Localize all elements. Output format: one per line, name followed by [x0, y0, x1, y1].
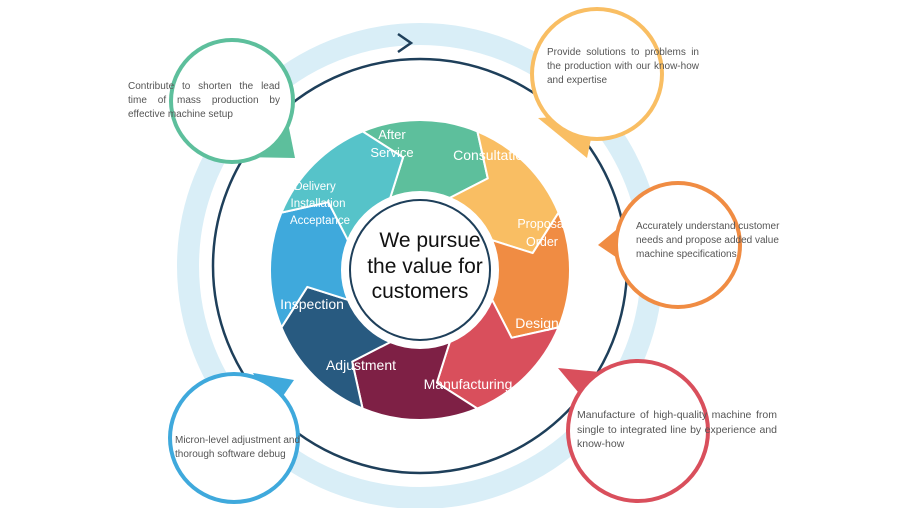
segment-label-delivery-2: Installation: [291, 198, 346, 210]
center-circle-border: [349, 199, 491, 341]
segment-label-inspection: Inspection: [280, 296, 344, 312]
segment-label-delivery-1: Delivery: [294, 181, 336, 193]
segment-label-adjustment: Adjustment: [326, 357, 396, 373]
segment-label-consultation: Consultation: [453, 147, 531, 163]
segment-label-delivery-3: Acceptance: [290, 215, 350, 227]
callout-consultation-bubble: [530, 7, 664, 158]
callout-proposal-bubble: [598, 181, 742, 309]
segment-label-manufacturing: Manufacturing: [424, 376, 513, 392]
center-circle: [343, 193, 497, 347]
callout-manufacturing-text: Manufacture of high-quality machine from…: [577, 409, 777, 451]
cycle-arrowhead-icon: [397, 32, 414, 54]
segment-label-after-service-2: Service: [370, 145, 413, 160]
segment-label-after-service-1: After: [378, 127, 406, 142]
cycle-segments: [268, 118, 572, 422]
callout-consultation-text: Provide solutions to problems in the pro…: [547, 47, 699, 86]
segment-label-proposal-1: Proposal: [517, 217, 566, 231]
callout-after-service-bubble: [169, 38, 295, 164]
callout-proposal-text: Accurately understand customer needs and…: [636, 221, 780, 260]
callout-after-service-text: Contribute to shorten the lead time of m…: [128, 81, 280, 120]
callout-manufacturing-bubble: [558, 359, 710, 503]
center-line-2: the value for: [367, 255, 483, 278]
segment-label-design: Design: [515, 315, 559, 331]
callout-adjustment-bubble: [168, 372, 300, 504]
callout-adjustment-text: Micron-level adjustment and thorough sof…: [175, 435, 301, 460]
segment-label-proposal-2: Order: [526, 235, 558, 249]
center-line-1: We pursue: [379, 229, 480, 252]
center-line-3: customers: [372, 280, 469, 303]
segment-delivery: [280, 130, 405, 242]
